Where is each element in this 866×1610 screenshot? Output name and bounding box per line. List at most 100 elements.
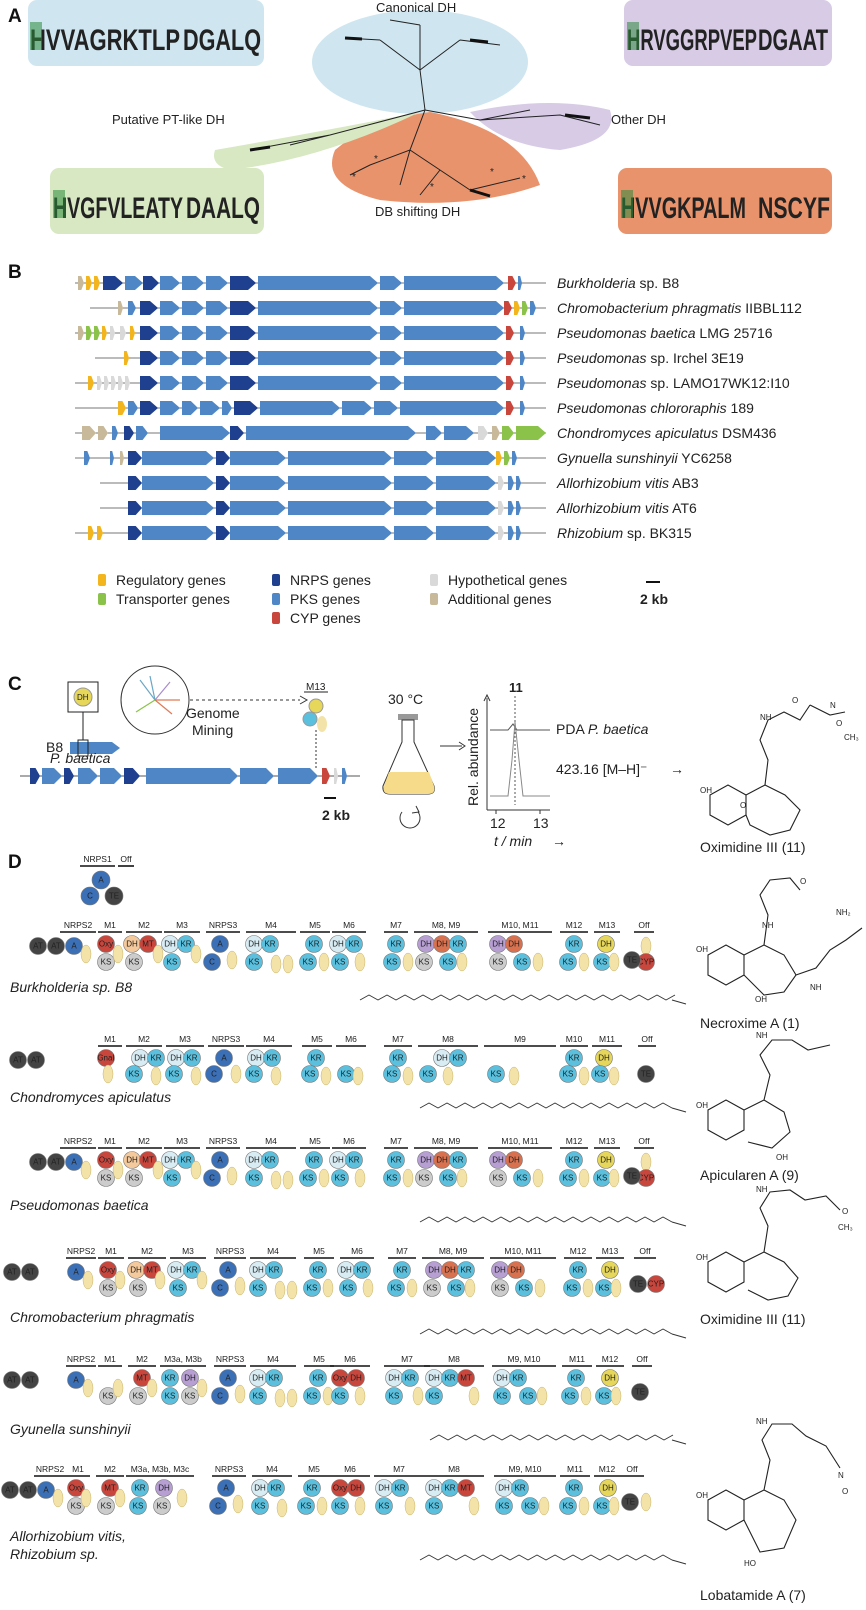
row-organism: Pseudomonas baetica [10, 1197, 149, 1213]
gene-cluster-row [75, 426, 546, 440]
domain-oxy: Oxy [67, 1479, 85, 1497]
svg-text:KS: KS [493, 1174, 504, 1183]
temperature-label: 30 °C [388, 691, 423, 707]
svg-text:KS: KS [563, 1070, 574, 1079]
acp-domain [112, 1160, 124, 1180]
gene-arrow [508, 276, 516, 290]
svg-text:DH: DH [436, 940, 448, 949]
svg-text:DH: DH [428, 1374, 440, 1383]
svg-text:Oxy: Oxy [99, 1156, 113, 1165]
acp-domain [82, 1378, 94, 1398]
svg-text:Oxy: Oxy [333, 1484, 347, 1493]
module-label: Off [636, 1354, 648, 1364]
gene-arrow [140, 376, 158, 390]
tree-asterisks: ***** [352, 154, 526, 193]
gene-arrow [444, 426, 474, 440]
acp-domain [114, 1488, 126, 1508]
svg-text:KR: KR [394, 1484, 405, 1493]
gene-arrow [182, 326, 204, 340]
svg-text:AT: AT [51, 942, 61, 951]
gene-arrow [160, 426, 230, 440]
domain-kr: KR [393, 1261, 411, 1279]
gene-arrow [404, 376, 504, 390]
acp-domain [150, 1066, 162, 1086]
gene-arrow [394, 501, 434, 515]
gene-cluster-row [75, 401, 546, 415]
acp-domain [226, 1166, 238, 1186]
domain-ks: KS [169, 1279, 187, 1297]
svg-text:KR: KR [404, 1374, 415, 1383]
svg-text:KS: KS [387, 1174, 398, 1183]
organism-label: Rhizobium sp. BK315 [557, 525, 692, 541]
svg-text:MT: MT [104, 1484, 116, 1493]
svg-text:HVVAGRKTLP: HVVAGRKTLP [30, 24, 180, 57]
acp-domain [286, 1388, 298, 1408]
gene-arrow [516, 501, 521, 515]
organism-label: Allorhizobium vitis AB3 [556, 475, 699, 491]
svg-text:DH: DH [254, 1484, 266, 1493]
acp-domain [354, 1496, 366, 1516]
domain-ks: KS [387, 1279, 405, 1297]
domain-ks: KS [245, 1169, 263, 1187]
gene-arrow [140, 326, 158, 340]
gene-arrow [288, 451, 392, 465]
module-label: M10, M11 [501, 1136, 538, 1146]
domain-mt: MT [101, 1479, 119, 1497]
legend-label: Regulatory genes [116, 572, 226, 588]
svg-text:KS: KS [451, 1284, 462, 1293]
domain-ks: KS [99, 1279, 117, 1297]
module-label: M8 [448, 1354, 460, 1364]
domain-mt: MT [139, 935, 157, 953]
gene-arrow [230, 426, 244, 440]
svg-text:DH: DH [428, 1266, 440, 1275]
domain-kr: KR [457, 1261, 475, 1279]
svg-text:GnaI: GnaI [97, 1054, 114, 1063]
acp-domain [190, 1160, 202, 1180]
domain-ks: KS [419, 1065, 437, 1083]
domain-dh: DH [425, 1261, 443, 1279]
svg-text:KS: KS [249, 958, 260, 967]
acp-domain [406, 1278, 418, 1298]
svg-text:KS: KS [173, 1284, 184, 1293]
domain-ks: KS [487, 1065, 505, 1083]
acp-domain [608, 952, 620, 972]
gene-arrow [128, 526, 142, 540]
dh-label: DH [77, 693, 89, 702]
acp-domain [152, 1160, 164, 1180]
gene-arrow [110, 326, 115, 340]
b8-highlight [77, 739, 89, 757]
clade-pt-like [214, 112, 420, 170]
svg-text:KR: KR [134, 1484, 145, 1493]
gene-arrow [230, 326, 256, 340]
domain-dh: DH [329, 1151, 347, 1169]
svg-text:DH: DH [388, 1374, 400, 1383]
gene-arrow [88, 376, 94, 390]
gene-arrow [520, 376, 525, 390]
gene-arrow [182, 301, 204, 315]
domain-dh: DH [599, 1479, 617, 1497]
domain-ks: KS [339, 1279, 357, 1297]
acp-domain [112, 1378, 124, 1398]
svg-text:DH: DH [602, 1484, 614, 1493]
svg-text:*: * [430, 182, 434, 193]
acp-domain [316, 1496, 328, 1516]
svg-text:TE: TE [109, 892, 119, 901]
domain-ks: KS [519, 1387, 537, 1405]
module-label: M5 [309, 920, 321, 930]
module-label: M6 [345, 1034, 357, 1044]
product-arrow [671, 1107, 687, 1113]
gene-arrow [160, 276, 180, 290]
domain-ks: KS [491, 1279, 509, 1297]
svg-text:KR: KR [266, 1054, 277, 1063]
svg-text:DH: DH [604, 1266, 616, 1275]
logo-canonical: HVVAGRKTLP DGALQ [28, 0, 264, 66]
gene-arrow [125, 376, 130, 390]
svg-text:KR: KR [452, 1156, 463, 1165]
domain-ks: KS [303, 1279, 321, 1297]
domain-kr: KR [449, 1151, 467, 1169]
module-label: M7 [390, 1136, 402, 1146]
gene-arrow [508, 476, 514, 490]
domain-dh: DH [441, 1261, 459, 1279]
svg-text:C: C [87, 892, 93, 901]
domain-ks: KS [489, 1169, 507, 1187]
